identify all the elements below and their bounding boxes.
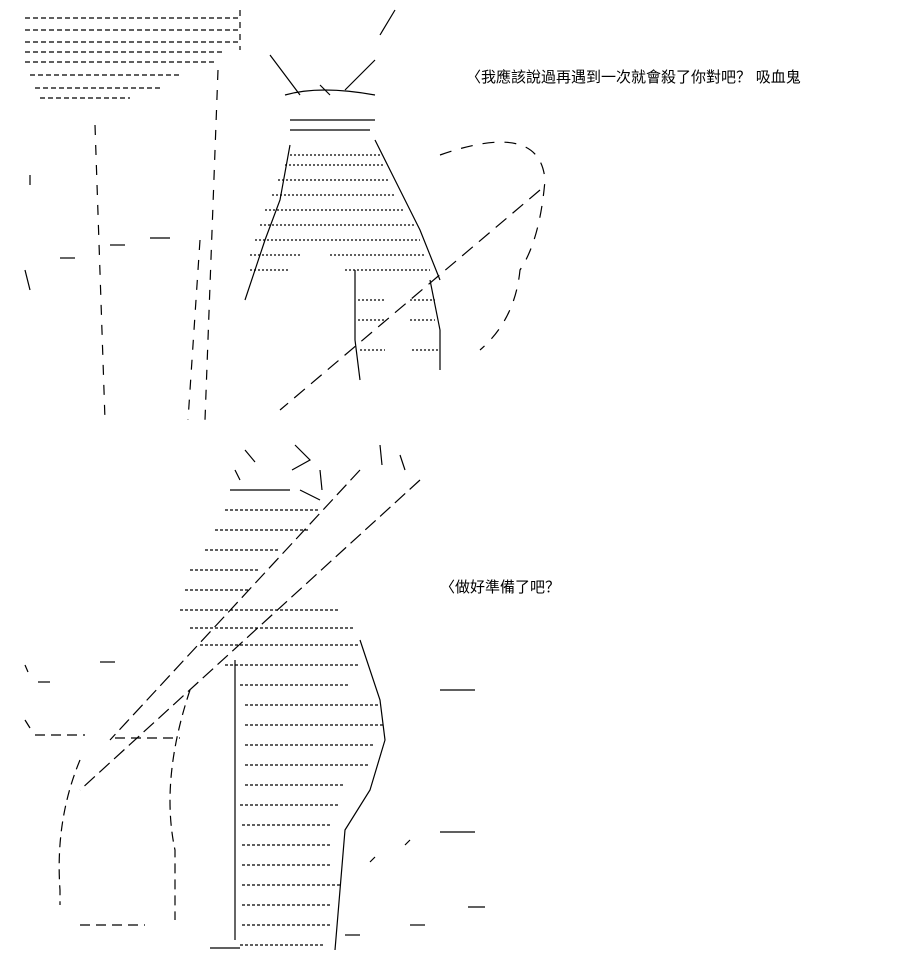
bottom-figure-body [180, 509, 385, 946]
top-spear-slash [279, 189, 541, 411]
top-swing-arc [439, 141, 546, 351]
rabbit-figure [244, 9, 441, 381]
bottom-figure-outline [234, 639, 386, 951]
bottom-scattered-marks [24, 661, 485, 949]
bottom-sword-blade [79, 469, 421, 791]
bottom-cloak [35, 689, 191, 926]
speech-line-top: 〈我應該說過再遇到一次就會殺了你對吧？ 吸血鬼 [466, 68, 801, 86]
top-posts [94, 10, 241, 421]
speech-line-bottom: 〈做好準備了吧？ [440, 578, 561, 596]
bottom-figure-head [230, 444, 406, 501]
top-left-roof-lines [25, 17, 240, 99]
top-scattered-marks [24, 175, 170, 291]
